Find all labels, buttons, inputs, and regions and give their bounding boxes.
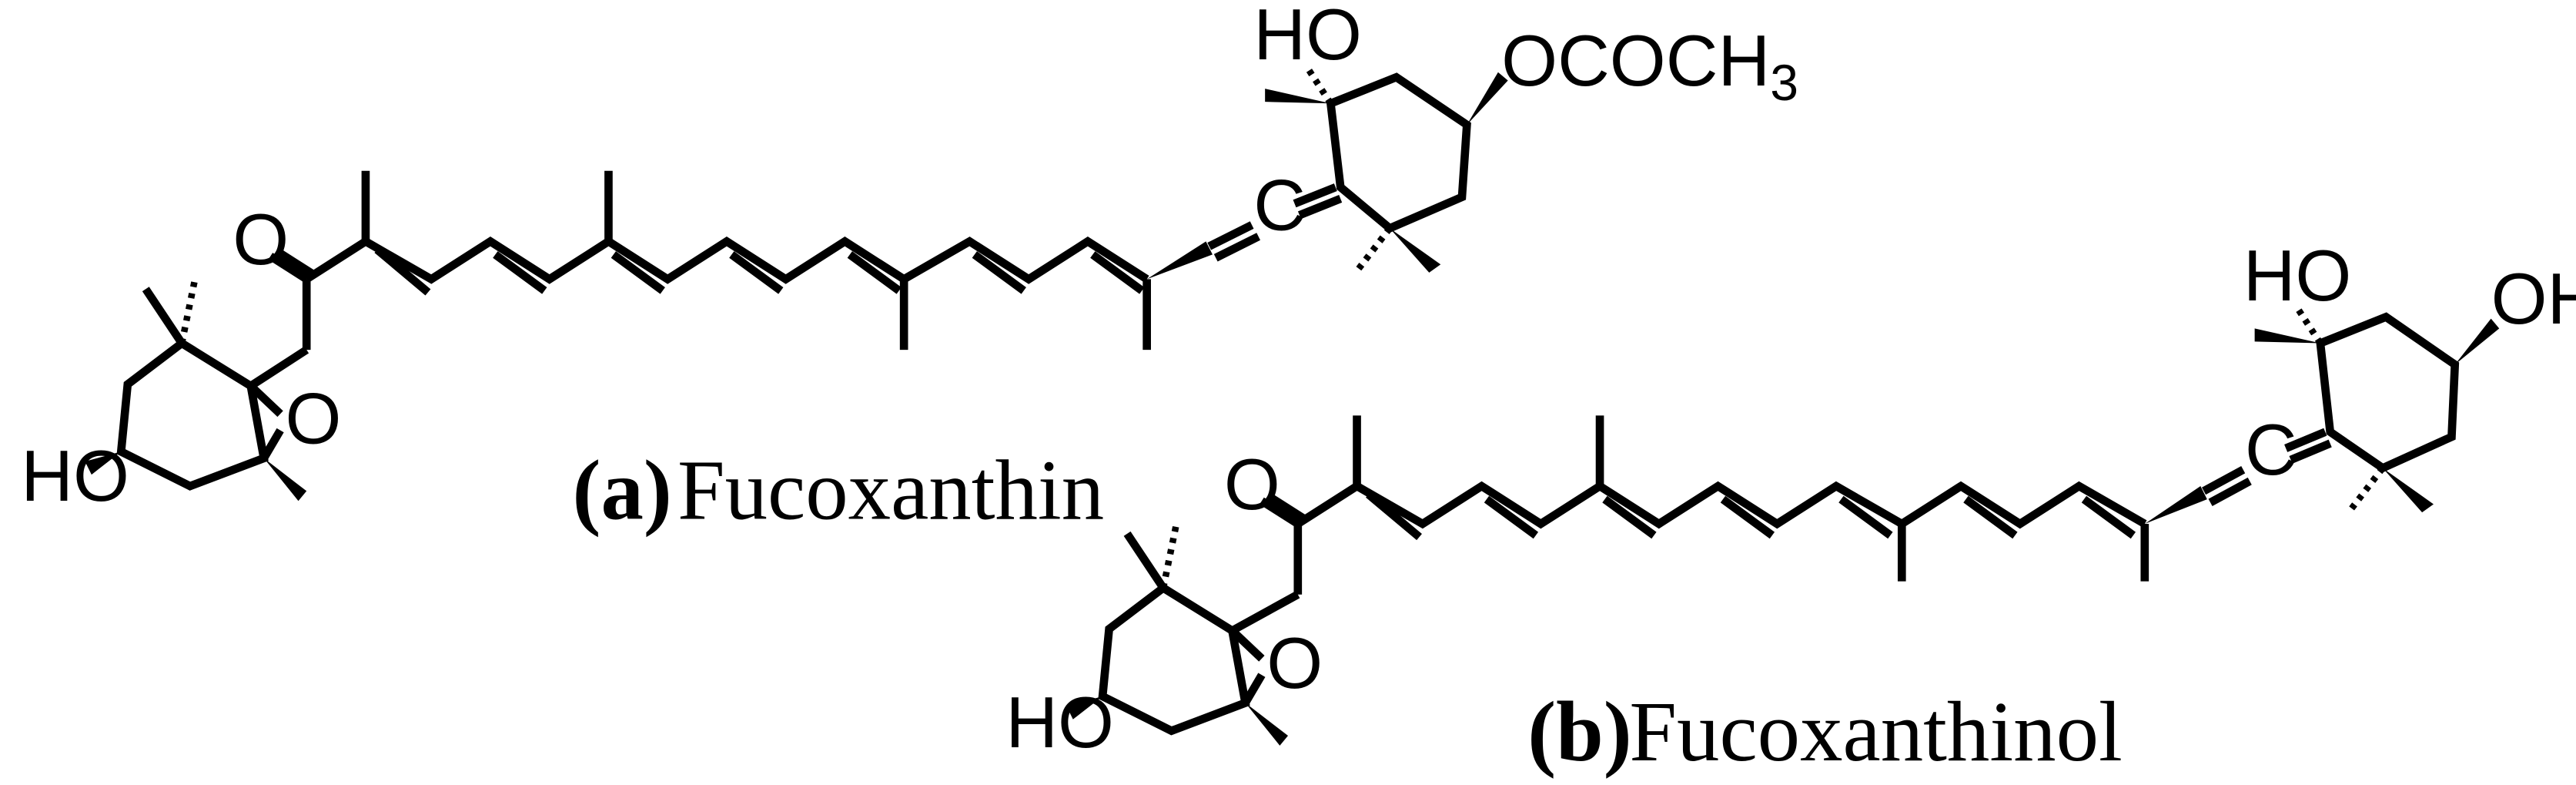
acetate-group: OCOCH3 xyxy=(1501,20,1798,112)
fucoxanthin-structure: HO O O C HO OCOCH3 (a) Fucoxanthin xyxy=(21,0,1798,538)
epoxide-oxygen-a: O xyxy=(285,378,341,459)
polyene-chain-a xyxy=(248,170,1343,390)
polyene-chain-b xyxy=(1229,415,2332,635)
caption-label-b: (b) xyxy=(1527,684,1631,779)
allene-carbon-a: C xyxy=(1253,164,1306,245)
caption-b: (b) Fucoxanthinol xyxy=(1527,684,2123,779)
epoxide-oxygen-b: O xyxy=(1266,622,1323,703)
ketone-oxygen-a: O xyxy=(233,199,289,280)
allene-carbon-b: C xyxy=(2245,409,2297,490)
caption-a: (a) Fucoxanthin xyxy=(573,443,1105,538)
fucoxanthinol-structure: HO O O C HO OH (b) Fucoxanthinol xyxy=(1005,235,2576,779)
caption-name-a: Fucoxanthin xyxy=(677,443,1104,538)
caption-name-b: Fucoxanthinol xyxy=(1629,684,2122,779)
caption-label-a: (a) xyxy=(573,443,672,538)
hydroxyl-left-b: HO xyxy=(1005,682,1114,763)
right-ring-a xyxy=(1265,63,1508,273)
hydroxyl-right-a: HO xyxy=(1253,0,1362,75)
left-ring-b xyxy=(1066,523,1288,746)
hydroxyl-right-2-b: OH xyxy=(2491,258,2576,339)
right-ring-b xyxy=(2254,304,2500,513)
ketone-oxygen-b: O xyxy=(1224,444,1280,525)
hydroxyl-left-a: HO xyxy=(21,435,129,516)
hydroxyl-right-b: HO xyxy=(2243,235,2352,316)
